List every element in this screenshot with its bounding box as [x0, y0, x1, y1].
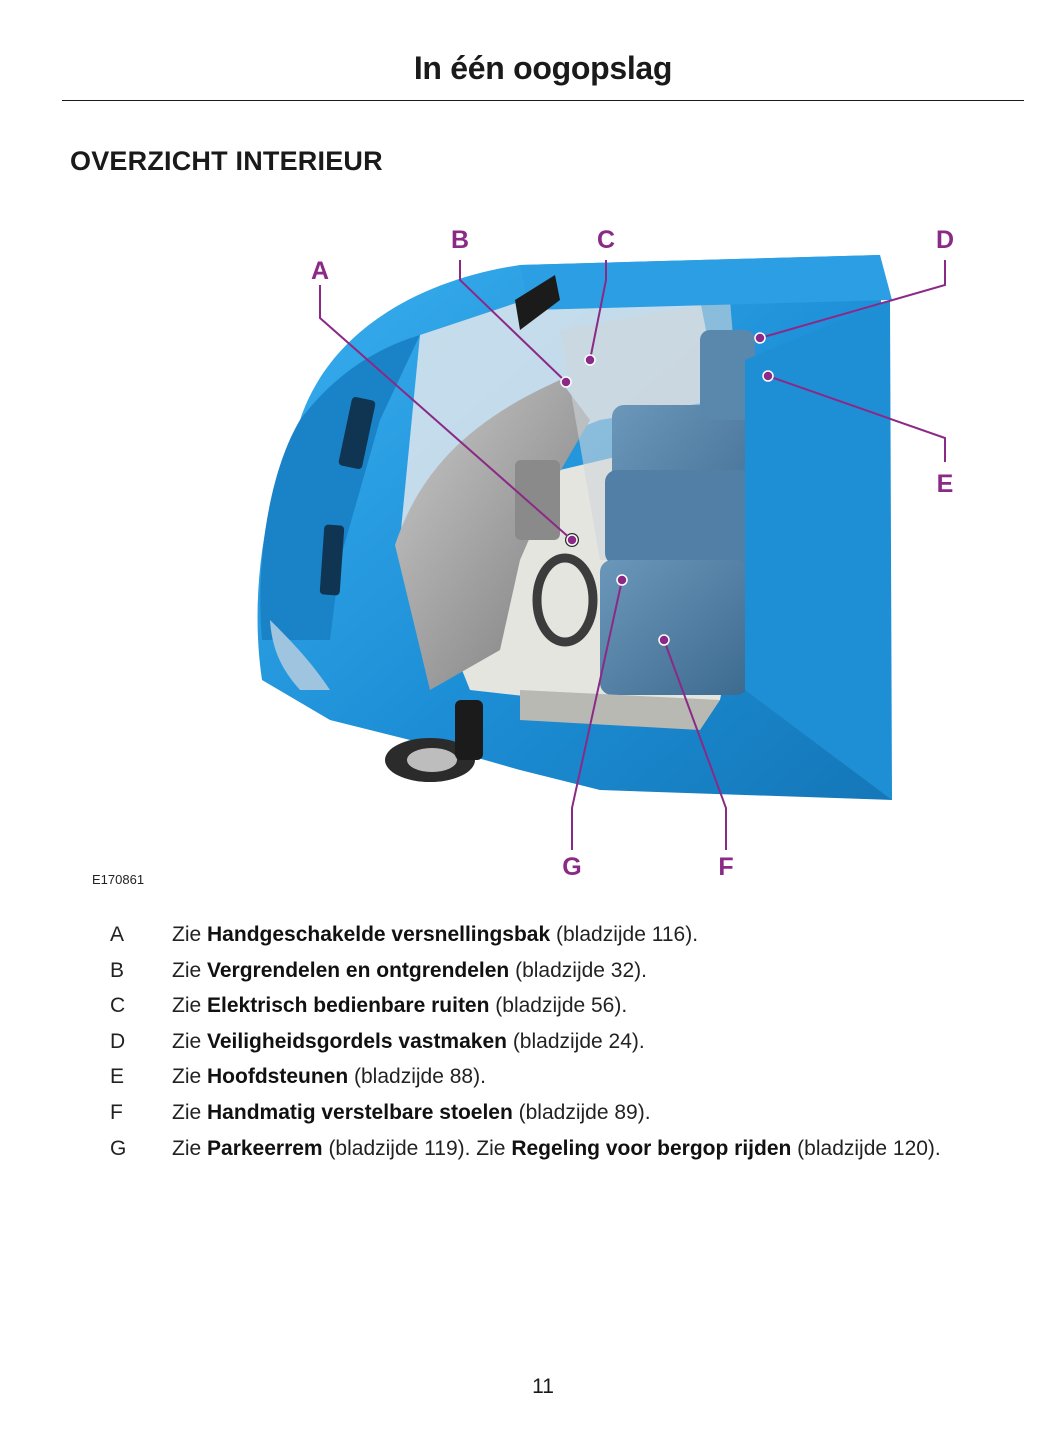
- hood-vent: [319, 524, 345, 596]
- callout-line-b: [459, 260, 567, 383]
- callout-labels: A B C D E F G: [311, 226, 954, 881]
- legend-text: Zie Vergrendelen en ontgrendelen (bladzi…: [172, 958, 647, 982]
- dashboard: [395, 380, 590, 690]
- callout-label-g: G: [562, 853, 581, 881]
- side-panel: [745, 300, 892, 800]
- legend-key: F: [110, 1100, 123, 1124]
- callout-dot-c: [584, 354, 596, 366]
- callout-lines: [319, 260, 946, 850]
- headlight: [270, 620, 330, 690]
- callout-label-e: E: [937, 470, 954, 498]
- page-header: In één oogopslag: [62, 44, 1024, 101]
- legend-reference: Regeling voor bergop rijden: [511, 1136, 792, 1160]
- hood-vent: [338, 397, 376, 469]
- legend-text: Zie Handgeschakelde versnellingsbak (bla…: [172, 923, 699, 946]
- legend-item: G Zie Parkeerrem (bladzijde 119). Zie Re…: [110, 1136, 1010, 1161]
- legend-key: D: [110, 1029, 126, 1053]
- callout-dots: [560, 332, 774, 646]
- legend-text: Zie Hoofdsteunen (bladzijde 88).: [172, 1065, 486, 1089]
- legend-reference: Vergrendelen en ontgrendelen: [207, 958, 510, 982]
- legend-key: G: [110, 1136, 127, 1160]
- section-title: OVERZICHT INTERIEUR: [70, 146, 383, 176]
- legend-reference: Handgeschakelde versnellingsbak: [207, 923, 551, 946]
- legend-key: A: [110, 923, 125, 946]
- legend-item: E Zie Hoofdsteunen (bladzijde 88).: [110, 1064, 1010, 1089]
- legend-text: Zie Parkeerrem (bladzijde 119). Zie Rege…: [172, 1136, 941, 1160]
- center-console: [515, 460, 560, 540]
- figure-id: E170861: [92, 872, 145, 887]
- legend-reference: Veiligheidsgordels vastmaken: [207, 1029, 507, 1053]
- callout-dot-a: [566, 534, 578, 546]
- legend-reference: Hoofdsteunen: [207, 1065, 349, 1089]
- callout-label-c: C: [597, 226, 615, 254]
- callout-dot-d: [754, 332, 766, 344]
- legend-reference: Parkeerrem: [207, 1136, 323, 1160]
- callout-line-d: [759, 260, 946, 339]
- page-number: 11: [532, 1375, 554, 1398]
- steering-wheel: [532, 553, 598, 647]
- callout-line-e: [767, 375, 946, 462]
- callout-dot-e: [762, 370, 774, 382]
- legend-item: B Zie Vergrendelen en ontgrendelen (blad…: [110, 958, 1010, 983]
- callout-line-f: [663, 639, 727, 850]
- page-title: In één oogopslag: [413, 50, 673, 86]
- callout-dot-g: [616, 574, 628, 586]
- wheel-rim: [407, 748, 457, 772]
- callout-label-d: D: [936, 226, 954, 254]
- headrest: [700, 330, 755, 420]
- callout-label-a: A: [311, 257, 329, 285]
- callout-dot-f: [658, 634, 670, 646]
- roof-edge: [520, 255, 892, 310]
- callout-line-c: [589, 260, 607, 361]
- callout-line-g: [571, 579, 623, 850]
- seat-back-front: [600, 560, 748, 695]
- callout-legend: A Zie Handgeschakelde versnellingsbak (b…: [110, 922, 1010, 1171]
- callout-line-a: [319, 285, 573, 541]
- callout-label-b: B: [451, 226, 469, 254]
- legend-text: Zie Handmatig verstelbare stoelen (bladz…: [172, 1100, 651, 1124]
- legend-text: Zie Veiligheidsgordels vastmaken (bladzi…: [172, 1029, 645, 1053]
- legend-text: Zie Elektrisch bedienbare ruiten (bladzi…: [172, 994, 628, 1018]
- legend-item: D Zie Veiligheidsgordels vastmaken (blad…: [110, 1029, 1010, 1054]
- a-pillar: [515, 275, 560, 330]
- car-hood: [260, 335, 420, 640]
- callout-dot-b: [560, 376, 572, 388]
- legend-item: A Zie Handgeschakelde versnellingsbak (b…: [110, 922, 1010, 947]
- mirror: [455, 700, 483, 760]
- sill: [520, 690, 720, 730]
- legend-reference: Elektrisch bedienbare ruiten: [207, 994, 490, 1018]
- seat-cushion-rear: [605, 470, 755, 565]
- legend-key: C: [110, 994, 126, 1018]
- legend-reference: Handmatig verstelbare stoelen: [207, 1100, 513, 1124]
- legend-item: F Zie Handmatig verstelbare stoelen (bla…: [110, 1100, 1010, 1125]
- car-illustration: [257, 255, 892, 800]
- callout-label-f: F: [718, 853, 733, 881]
- legend-key: B: [110, 958, 125, 982]
- legend-key: E: [110, 1065, 125, 1089]
- legend-item: C Zie Elektrisch bedienbare ruiten (blad…: [110, 993, 1010, 1018]
- interior-overview-illustration: A B C D E F G: [257, 226, 954, 881]
